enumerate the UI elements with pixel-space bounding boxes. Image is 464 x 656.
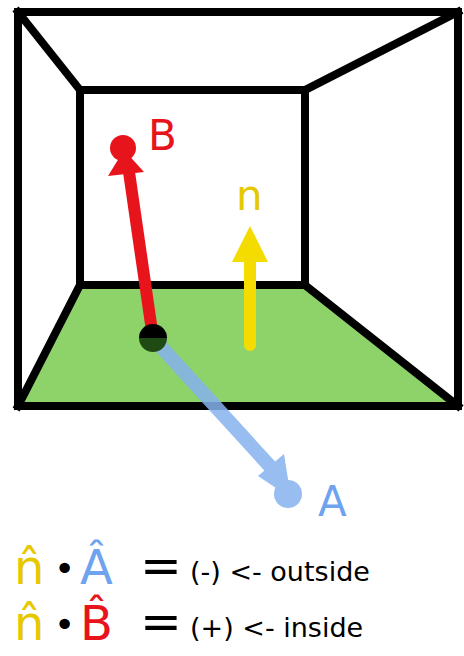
floor (18, 285, 458, 406)
equals-sign: = (140, 594, 182, 652)
equals-sign: = (140, 538, 182, 596)
normal-n-arrow (232, 226, 268, 345)
room-wireframe (18, 12, 458, 406)
unit-vector: Â (80, 540, 113, 595)
result-note: (+) <- inside (190, 612, 363, 643)
unit-vector: B̂ (80, 596, 113, 651)
vector-label: A (318, 478, 347, 526)
vector-b-arrow (108, 135, 153, 338)
vector-label: n (236, 172, 263, 220)
dot-operator: • (54, 548, 75, 589)
vector-a-arrow (153, 338, 302, 508)
vector-label: B (148, 112, 177, 160)
dot-operator: • (54, 604, 75, 645)
unit-vector: n̂ (14, 596, 44, 651)
origin-dot (139, 324, 167, 352)
result-note: (-) <- outside (190, 556, 370, 587)
unit-vector: n̂ (14, 540, 44, 595)
